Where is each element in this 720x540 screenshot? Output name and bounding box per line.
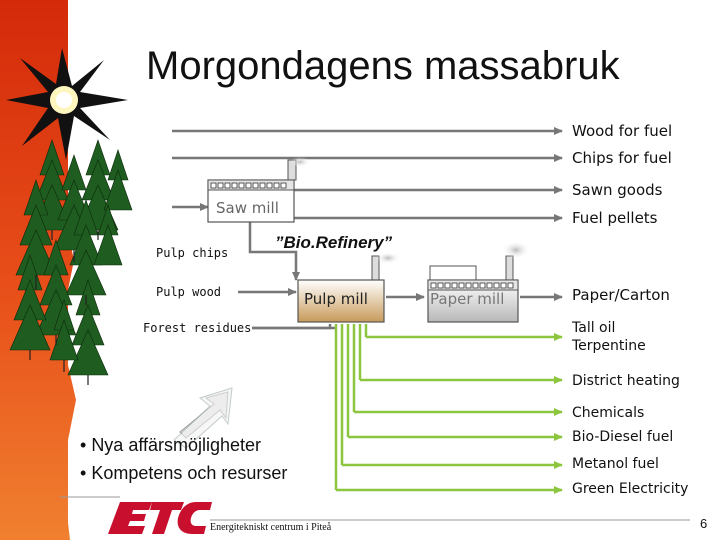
output-wood-for-fuel: Wood for fuel — [572, 122, 673, 140]
footer-text: Energitekniskt centrum i Piteå — [210, 522, 332, 533]
output-district-heating: District heating — [572, 373, 680, 389]
etc-logo — [108, 502, 212, 534]
output-metanol: Metanol fuel — [572, 456, 659, 472]
page-title: Morgondagens massabruk — [146, 44, 620, 88]
tree-trunks — [29, 230, 99, 385]
starburst-icon — [6, 48, 128, 160]
bullet-item: • Kompetens och resurser — [80, 463, 288, 483]
biorefinery-label: ”Bio.Refinery” — [275, 233, 393, 252]
output-bio-diesel: Bio-Diesel fuel — [572, 429, 674, 445]
pointer-arrow-icon — [173, 387, 233, 449]
pulp-mill-label: Pulp mill — [304, 290, 368, 308]
saw-mill-windows — [210, 182, 287, 189]
bullet-text: Kompetens och resurser — [91, 463, 288, 483]
output-fuel-pellets: Fuel pellets — [572, 209, 658, 227]
output-paper-carton: Paper/Carton — [572, 286, 670, 304]
paper-mill-label: Paper mill — [430, 290, 505, 308]
input-pulp-wood: Pulp wood — [156, 285, 222, 299]
saw-mill-label: Saw mill — [216, 199, 279, 217]
input-pulp-chips: Pulp chips — [156, 246, 229, 260]
output-chemicals: Chemicals — [572, 405, 645, 421]
paper-mill-building — [427, 241, 530, 323]
page-number: 6 — [700, 516, 708, 531]
output-green-electricity: Green Electricity — [572, 481, 689, 497]
bullet-text: Nya affärsmöjligheter — [91, 435, 262, 455]
output-chips-for-fuel: Chips for fuel — [572, 149, 672, 167]
input-forest-residues: Forest residues — [143, 321, 252, 335]
bullet-item: • Nya affärsmöjligheter — [80, 435, 262, 455]
output-terpentine: Terpentine — [572, 338, 646, 354]
output-sawn-goods: Sawn goods — [572, 181, 663, 199]
pulp-mill-building — [297, 252, 400, 323]
paper-mill-windows — [430, 282, 514, 289]
arrow-pulp-chips — [248, 222, 300, 281]
output-tall-oil: Tall oil — [572, 320, 616, 336]
forest-fire-illustration — [0, 0, 133, 540]
pine-trees-icon — [9, 139, 133, 376]
